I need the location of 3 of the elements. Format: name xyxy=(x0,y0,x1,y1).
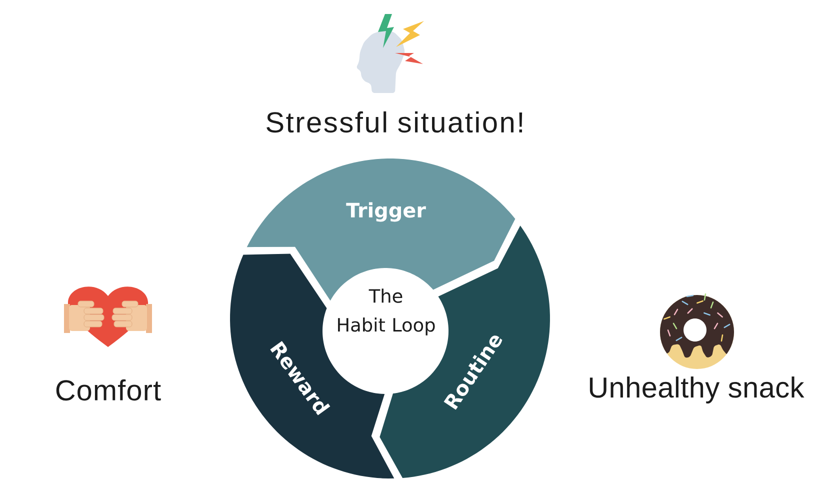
caption-text: Stressful situation! xyxy=(266,111,522,133)
caption-text: Comfort xyxy=(56,379,161,401)
caption-text: Unhealthy snack xyxy=(590,376,804,404)
